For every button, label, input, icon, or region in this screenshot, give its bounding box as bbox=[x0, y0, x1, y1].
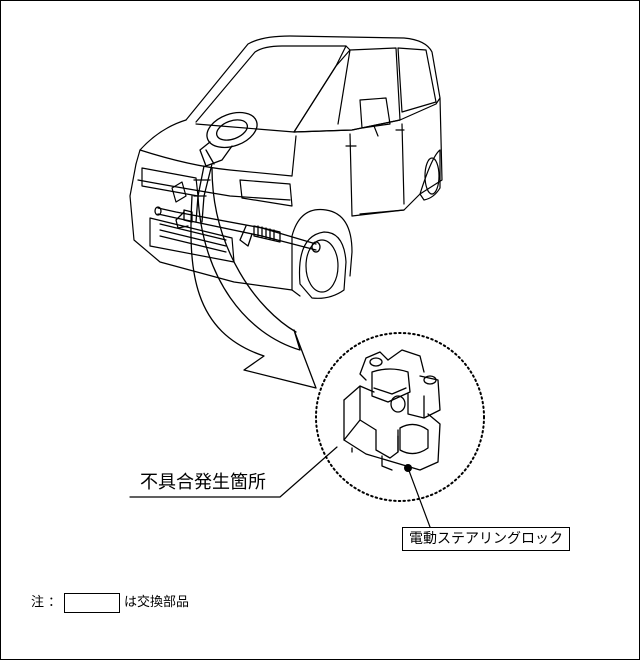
fault-location-label: 不具合発生箇所 bbox=[140, 472, 266, 493]
leader-lines bbox=[129, 446, 431, 528]
detail-magnifier bbox=[315, 332, 485, 502]
note-legend-box bbox=[64, 593, 120, 613]
part-name-box: 電動ステアリングロック bbox=[402, 527, 570, 551]
part-name-label: 電動ステアリングロック bbox=[409, 531, 563, 547]
note-prefix: 注 ： bbox=[31, 595, 62, 610]
note-suffix: は交換部品 bbox=[124, 595, 190, 610]
steering-lock-part bbox=[343, 349, 441, 471]
steering-system-drawing bbox=[154, 111, 321, 253]
vehicle-drawing bbox=[129, 35, 443, 299]
callout-arrow bbox=[190, 167, 317, 389]
